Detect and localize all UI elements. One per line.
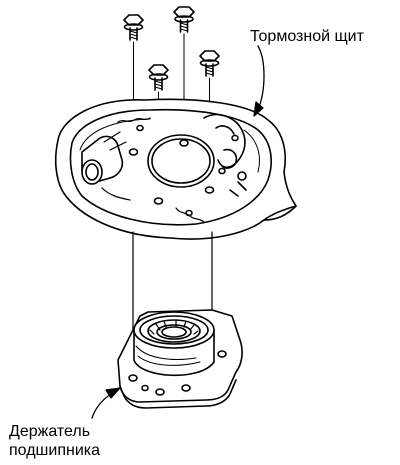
bolt-4 xyxy=(148,64,169,91)
bearing-holder xyxy=(117,309,243,409)
bearing xyxy=(147,319,201,343)
bolt-3 xyxy=(199,50,220,77)
brake-shield-label: Тормозной щит xyxy=(250,28,364,45)
wheel-cylinder xyxy=(81,131,127,185)
bearing-holder-label: Держатель подшипника xyxy=(9,422,100,460)
leader-brake-shield xyxy=(253,45,265,117)
bearing-holder-label-line-2: подшипника xyxy=(9,442,101,459)
bearing-holder-label-line-1: Держатель xyxy=(9,423,91,440)
bolt-2 xyxy=(173,6,195,33)
bolt-1 xyxy=(123,14,144,41)
brake-backing-plate xyxy=(54,98,297,240)
leader-bearing-holder xyxy=(91,387,121,419)
